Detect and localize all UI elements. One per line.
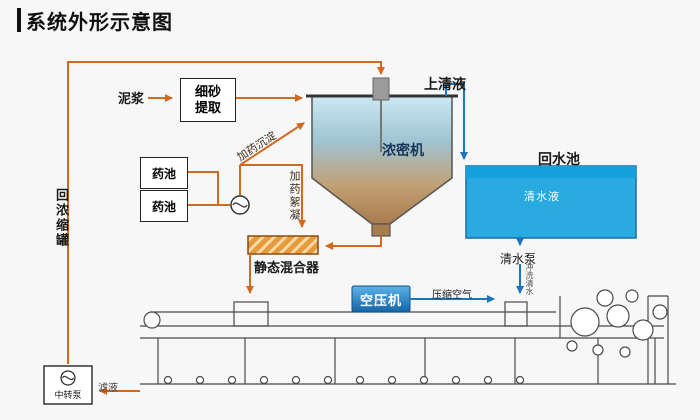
thickener-tank <box>306 77 458 237</box>
compressed-air-label: 压缩空气 <box>432 290 472 301</box>
fine-sand-extract-label: 细砂提取 <box>194 83 221 115</box>
transfer-pump-box <box>43 365 93 405</box>
fine-sand-extract-box: 细砂提取 <box>180 78 236 122</box>
slurry-pipes <box>67 61 385 395</box>
transfer-pump-label: 中转泵 <box>54 390 82 400</box>
return-water-pool <box>465 165 637 239</box>
chemical-pool-1-box: 药池 <box>140 157 188 189</box>
clear-water-label: 清水液 <box>524 191 560 203</box>
mud-label: 泥浆 <box>118 91 145 106</box>
chemical-pool-2-box: 药池 <box>140 190 188 222</box>
static-mixer-body <box>247 235 319 255</box>
agitator-motor <box>372 77 390 101</box>
belt-filter-press <box>140 289 676 385</box>
chemical-pool-2-label: 药池 <box>151 199 176 214</box>
clear-water-pump-label: 清水泵 <box>500 252 537 266</box>
dosing-pump-icon <box>230 195 250 215</box>
chemical-pool-1-label: 药池 <box>151 166 176 181</box>
thickener-label: 浓密机 <box>382 142 424 158</box>
return-pool-label: 回水池 <box>538 151 580 167</box>
air-compressor-label: 空压机 <box>359 292 402 308</box>
supernatant-label: 上清液 <box>424 76 466 92</box>
water-pipes <box>410 83 524 303</box>
page-title: 系统外形示意图 <box>26 12 173 34</box>
dosing-flocculation-label: 加药絮凝 <box>288 170 300 222</box>
title-bar <box>17 8 21 32</box>
return-concentrate-tank-label: 回浓缩罐 <box>54 188 69 248</box>
flush-water-label: 冲洗清水 <box>525 263 534 295</box>
filtrate-label: 滤液 <box>98 383 118 394</box>
static-mixer-label: 静态混合器 <box>254 260 320 275</box>
